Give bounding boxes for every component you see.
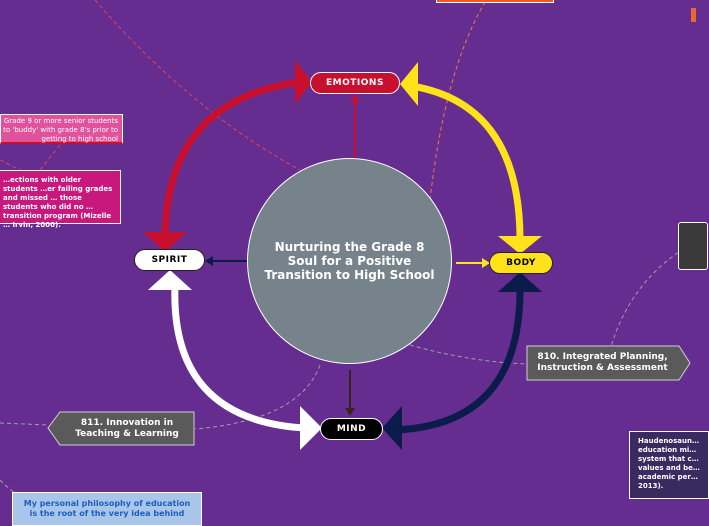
link-connections: [39, 144, 61, 171]
top-right-orange-mark: [691, 8, 696, 22]
topic-integrated-planning[interactable]: 810. Integrated Planning, Instruction & …: [530, 347, 675, 379]
note-haudenosaunee[interactable]: Haudenosaun… education mi… system that c…: [629, 431, 709, 499]
arrowhead-spirit: [205, 256, 213, 266]
arrowhead-mind-left: [300, 406, 322, 450]
link-right-top: [609, 244, 691, 351]
cycle-arc-emotions-spirit: [161, 78, 301, 241]
node-spirit[interactable]: SPIRIT: [134, 249, 205, 271]
topic-integrated-label: 810. Integrated Planning, Instruction & …: [537, 352, 668, 373]
right-edge-box[interactable]: [678, 222, 708, 270]
central-topic-title: Nurturing the Grade 8 Soul for a Positiv…: [264, 240, 435, 282]
arrowhead-emotions-top: [295, 60, 312, 104]
topic-innovation-shape: [47, 411, 195, 446]
node-spirit-label: SPIRIT: [151, 255, 188, 265]
arrowhead-body: [482, 258, 490, 268]
arrowhead-emotions-right: [400, 62, 418, 106]
note-buddy[interactable]: Grade 9 or more senior students to 'budd…: [0, 114, 123, 144]
topic-integrated-shape: [526, 345, 691, 381]
link-top-left: [94, 0, 301, 171]
note-connections-text: …ections with older students …er failing…: [3, 176, 113, 229]
arrowhead-mind-right: [382, 406, 402, 450]
node-emotions-label: EMOTIONS: [326, 78, 384, 88]
note-buddy-text: Grade 9 or more senior students to 'budd…: [3, 117, 118, 143]
node-emotions[interactable]: EMOTIONS: [310, 72, 400, 94]
link-integrated: [409, 344, 529, 365]
top-orange-box[interactable]: [436, 0, 554, 3]
note-philosophy-text: My personal philosophy of education is t…: [23, 499, 191, 518]
arrowhead-body-top: [498, 236, 542, 254]
arrowhead-mind: [345, 408, 355, 416]
note-connections[interactable]: …ections with older students …er failing…: [0, 170, 121, 229]
topic-innovation-label: 811. Innovation in Teaching & Learning: [75, 417, 179, 439]
note-haudenosaunee-text: Haudenosaun… education mi… system that c…: [638, 437, 700, 490]
arrowhead-spirit-top: [143, 232, 187, 252]
arrowhead-body-bottom: [498, 272, 542, 292]
cycle-arc-body-mind: [394, 289, 524, 434]
link-left-bottom: [0, 422, 49, 426]
cycle-arc-emotions-body: [404, 81, 524, 241]
node-mind-label: MIND: [336, 424, 367, 434]
arrowhead-emotions: [350, 94, 360, 102]
arrowhead-spirit-bottom: [148, 270, 192, 290]
topic-innovation[interactable]: 811. Innovation in Teaching & Learning: [62, 413, 192, 444]
link-top-right: [429, 1, 486, 201]
node-body-label: BODY: [506, 258, 536, 268]
central-topic[interactable]: Nurturing the Grade 8 Soul for a Positiv…: [247, 158, 452, 364]
cycle-arc-spirit-mind: [171, 284, 306, 432]
node-body[interactable]: BODY: [489, 252, 553, 274]
note-philosophy[interactable]: My personal philosophy of education is t…: [12, 492, 202, 526]
node-mind[interactable]: MIND: [320, 418, 383, 440]
connector-layer: [0, 0, 691, 496]
